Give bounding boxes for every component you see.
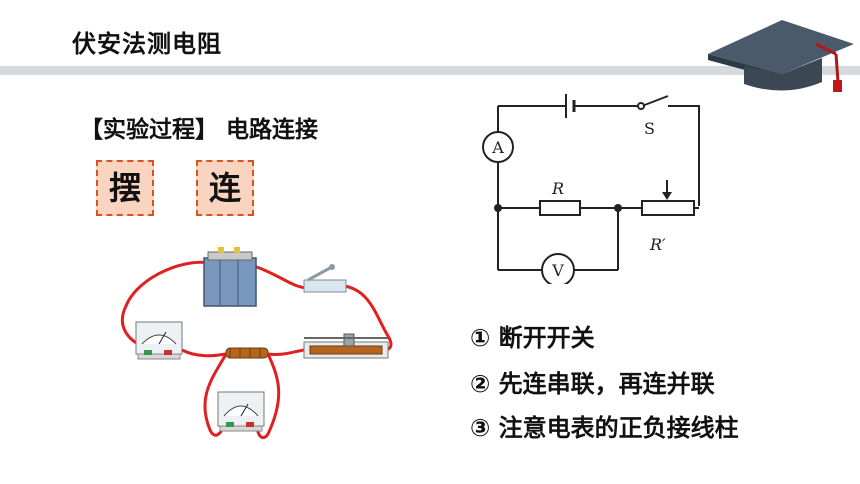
graduation-cap-icon: [708, 20, 854, 92]
action-box-place: 摆: [96, 160, 154, 216]
step-1: ① 断开开关: [470, 324, 595, 352]
ammeter-label: A: [491, 138, 504, 157]
action-box-connect: 连: [196, 160, 254, 216]
resistor-label: R: [551, 179, 564, 198]
circuit-diagram: A V S R R′: [482, 94, 700, 284]
title-rule: [0, 66, 860, 75]
voltmeter-label: V: [551, 261, 564, 280]
switch-label: S: [644, 119, 655, 138]
rheostat-label: R′: [649, 235, 666, 254]
apparatus-illustration: [120, 247, 393, 440]
slide-title: 伏安法测电阻: [72, 30, 222, 58]
section-heading: 【实验过程】 电路连接: [80, 117, 319, 143]
step-2: ② 先连串联，再连并联: [470, 370, 715, 398]
step-3: ③ 注意电表的正负接线柱: [470, 414, 739, 442]
